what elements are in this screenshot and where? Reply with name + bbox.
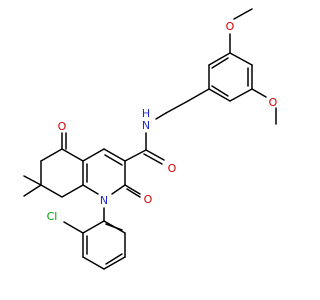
bond xyxy=(208,88,231,102)
atom-label: O xyxy=(168,162,177,175)
bond xyxy=(208,52,231,66)
atom-labels: Cl N O O O N H O O xyxy=(47,20,278,223)
bond xyxy=(23,175,42,186)
atom-label: O xyxy=(226,20,235,33)
bond xyxy=(40,184,63,198)
bond xyxy=(229,52,253,66)
bond xyxy=(82,148,105,162)
bond xyxy=(211,57,229,69)
molecule-canvas: Cl N O O O N H O O xyxy=(23,8,278,270)
bond xyxy=(104,154,123,166)
bond xyxy=(23,184,42,197)
bond xyxy=(155,112,167,120)
bond xyxy=(105,223,123,231)
bond xyxy=(61,184,84,198)
bond xyxy=(124,149,147,162)
bond xyxy=(82,256,105,270)
bond xyxy=(126,188,141,198)
bond xyxy=(82,220,105,234)
bonds xyxy=(23,8,277,270)
bond xyxy=(82,184,99,195)
bond xyxy=(124,184,141,195)
bond xyxy=(187,88,210,102)
bond xyxy=(40,148,63,162)
bond xyxy=(61,148,84,162)
bond xyxy=(63,221,84,234)
bond xyxy=(233,8,253,20)
bond xyxy=(251,88,267,98)
bond xyxy=(105,253,123,265)
bond xyxy=(229,88,253,102)
atom-label: H xyxy=(142,107,150,120)
atom-label: O xyxy=(58,120,67,133)
bond xyxy=(211,85,229,97)
bond xyxy=(103,256,126,270)
molecule-structure: Cl N O O O N H O O xyxy=(23,8,278,270)
bond xyxy=(103,148,126,162)
atom-label: O xyxy=(269,96,278,109)
bond xyxy=(165,100,189,114)
atom-label: Cl xyxy=(47,210,58,223)
atom-label: N xyxy=(142,119,150,132)
bond xyxy=(145,149,165,161)
bond xyxy=(111,184,126,195)
atom-label: N xyxy=(100,194,108,207)
bond xyxy=(143,153,163,165)
atom-label: O xyxy=(144,193,153,206)
